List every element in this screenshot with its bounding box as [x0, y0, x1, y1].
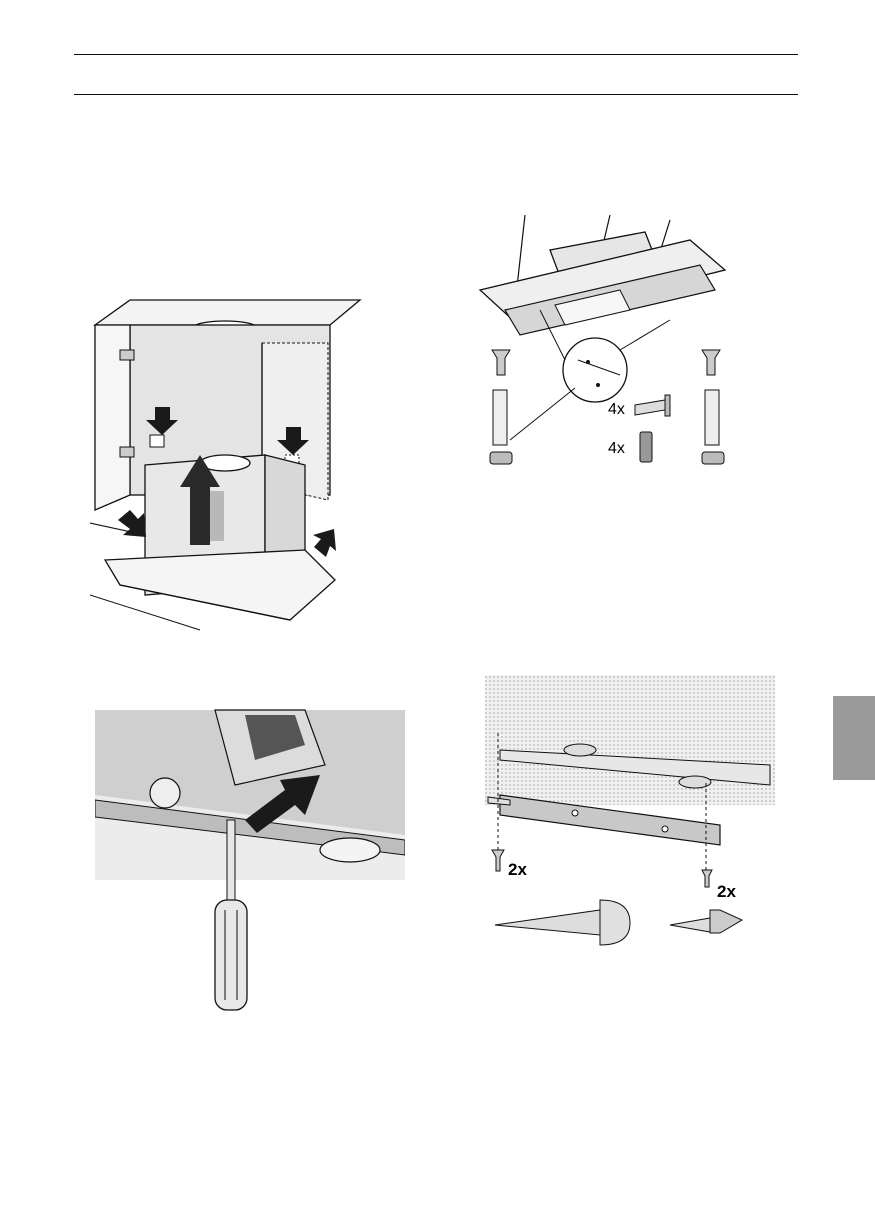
figure-hood-underside: 4x 4x — [470, 210, 760, 480]
header-rule-bottom — [74, 94, 798, 95]
figure-screwdriver-detail — [95, 705, 405, 1020]
screw-quantity-label: 4x — [608, 401, 625, 418]
figure-bracket-rail: 2x 2x — [480, 675, 780, 960]
left-screw-quantity-label: 2x — [508, 860, 527, 879]
figure-cabinet-install — [90, 295, 420, 635]
right-screw-quantity-label: 2x — [717, 882, 736, 901]
language-section-tab — [833, 696, 875, 780]
plug-quantity-label: 4x — [608, 440, 625, 457]
header-rule-top — [74, 54, 798, 55]
